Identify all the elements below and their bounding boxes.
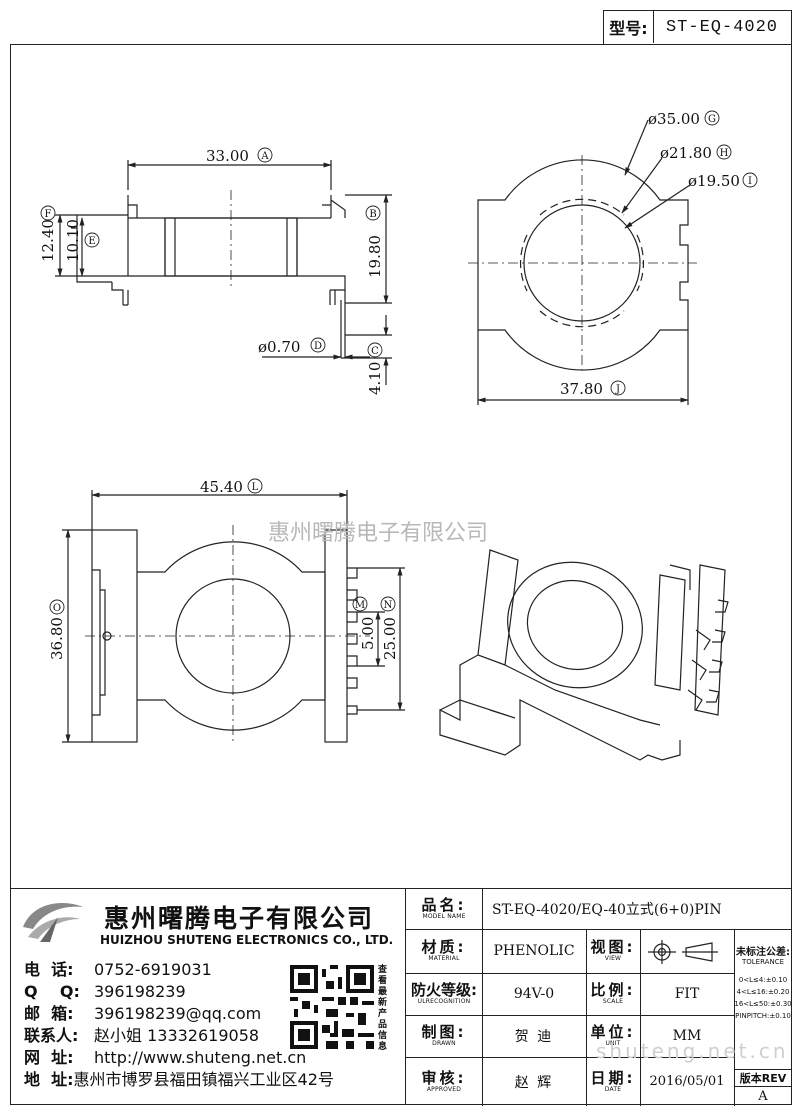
circled-markers [40, 110, 758, 615]
marker-G: G [708, 114, 716, 125]
contact-row-phone: 电 话: 0752-6919031 [24, 959, 314, 981]
contact-value: 赵小姐 13332619058 [94, 1026, 260, 1045]
qr-caption: 查看最新产品信息 [378, 965, 388, 1052]
date-value: 2016/05/01 [649, 1074, 725, 1089]
projection-symbol-icon [648, 940, 718, 964]
dim-E: 10.10 [64, 219, 82, 262]
contact-value: 396198239@qq.com [94, 1004, 262, 1023]
company-panel: 惠州曙腾电子有限公司 HUIZHOU SHUTENG ELECTRONICS C… [10, 888, 406, 1105]
marker-L: L [252, 482, 259, 493]
marker-J: J [615, 384, 620, 395]
contact-list: 电 话: 0752-6919031 Q Q: 396198239 邮 箱: 39… [24, 959, 334, 1091]
tolerance-row: 4<L≤16:±0.20 [736, 988, 790, 996]
material-label: 材质: MATERIAL [421, 938, 467, 962]
dim-A: 33.00 [206, 147, 249, 165]
contact-row-qq: Q Q: 396198239 [24, 981, 314, 1003]
dim-M: 5.00 [359, 617, 377, 650]
unit-value: MM [672, 1028, 702, 1044]
watermark-url: shuteng.net.cn [596, 1039, 789, 1063]
flame-value: 94V-0 [513, 986, 555, 1002]
marker-H: H [720, 148, 729, 159]
contact-value: 惠州市博罗县福田镇福兴工业区42号 [73, 1070, 334, 1089]
revision-label: 版本REV [734, 1069, 792, 1087]
approved-value: 赵 辉 [514, 1074, 554, 1091]
qr-code-icon[interactable] [290, 965, 374, 1049]
contact-row-address: 地 址: 惠州市博罗县福田镇福兴工业区42号 [24, 1069, 334, 1091]
contact-value: 396198239 [94, 982, 186, 1001]
marker-C: C [371, 346, 379, 357]
drawn-value: 贺 迪 [514, 1029, 554, 1045]
dim-C: 4.10 [366, 362, 384, 395]
model-name-value: ST-EQ-4020/EQ-40立式(6+0)PIN [492, 902, 722, 918]
tolerance-row: 0<L≤4:±0.10 [738, 976, 788, 984]
contact-label: Q Q: [24, 982, 80, 1001]
title-block: 品名: MODEL NAME ST-EQ-4020/EQ-40立式(6+0)PI… [406, 888, 792, 1106]
dim-G: ø35.00 [648, 110, 700, 128]
company-logo-icon [23, 903, 83, 942]
view-label: 视图: VIEW [590, 938, 636, 962]
drawn-label: 制图: DRAWN [421, 1023, 467, 1047]
dimension-labels: 33.00 12.40 10.10 19.80 4.10 ø0.70 ø35.0… [39, 110, 740, 660]
scale-label: 比例: SCALE [590, 981, 636, 1005]
unit-label: 单位: UNIT [590, 1023, 636, 1047]
drawing-frame [10, 44, 792, 1105]
dim-D: ø0.70 [258, 338, 300, 356]
dim-O: 36.80 [48, 617, 66, 660]
marker-D: D [314, 341, 322, 352]
dim-I: ø19.50 [688, 172, 740, 190]
marker-F: F [45, 209, 52, 220]
marker-B: B [369, 209, 376, 220]
revision-value: A [758, 1089, 768, 1104]
company-name-en: HUIZHOU SHUTENG ELECTRONICS CO., LTD. [100, 933, 394, 947]
model-header: 型号: ST-EQ-4020 [603, 10, 792, 45]
tolerance-title: 未标注公差: [736, 947, 790, 958]
scale-value: FIT [674, 986, 700, 1002]
approved-label: 审核: APPROVED [421, 1068, 467, 1093]
marker-M: M [355, 600, 365, 611]
technical-drawing: 33.00 12.40 10.10 19.80 4.10 ø0.70 ø35.0… [39, 110, 758, 761]
watermark: 惠州曙腾电子有限公司 [268, 521, 488, 546]
contact-value: http://www.shuteng.net.cn [94, 1048, 307, 1067]
isometric-view [439, 549, 729, 761]
marker-O: O [53, 603, 61, 614]
contact-value: 0752-6919031 [94, 960, 212, 979]
company-name-cn: 惠州曙腾电子有限公司 [104, 904, 375, 933]
tolerance-row: PINPITCH:±0.10 [735, 1012, 791, 1020]
dim-B: 19.80 [366, 235, 384, 278]
dim-N: 25.00 [381, 617, 399, 660]
contact-row-person: 联系人: 赵小姐 13332619058 [24, 1025, 314, 1047]
dim-J: 37.80 [560, 380, 603, 398]
marker-A: A [260, 151, 269, 162]
contact-label: 电 话: [24, 960, 74, 979]
tolerance-box: 未标注公差: TOLERANCE 0<L≤4:±0.10 4<L≤16:±0.2… [734, 929, 792, 1069]
tolerance-row: 16<L≤50:±0.30 [734, 1000, 792, 1008]
marker-N: N [384, 600, 393, 611]
dim-H: ø21.80 [660, 144, 712, 162]
top-view [477, 159, 689, 371]
contact-label: 邮 箱: [24, 1004, 74, 1023]
tolerance-subtitle: TOLERANCE [741, 958, 785, 966]
marker-E: E [88, 236, 95, 247]
contact-label: 网 址: [24, 1048, 74, 1067]
contact-row-email: 邮 箱: 396198239@qq.com [24, 1003, 314, 1025]
flame-label: 防火等级: ULRECOGNITION [411, 981, 477, 1005]
contact-label: 地 址: [24, 1070, 74, 1089]
contact-label: 联系人: [24, 1026, 79, 1045]
material-value: PHENOLIC [493, 943, 575, 959]
marker-I: I [748, 176, 752, 187]
model-name-label: 品名: MODEL NAME [421, 896, 467, 920]
contact-row-website: 网 址: http://www.shuteng.net.cn [24, 1047, 314, 1069]
date-label: 日期: DATE [590, 1068, 636, 1093]
side-view [76, 195, 346, 358]
dim-L: 45.40 [200, 478, 243, 496]
model-header-value: ST-EQ-4020 [665, 17, 779, 37]
dim-F: 12.40 [39, 219, 57, 262]
model-header-label: 型号: [609, 19, 648, 38]
